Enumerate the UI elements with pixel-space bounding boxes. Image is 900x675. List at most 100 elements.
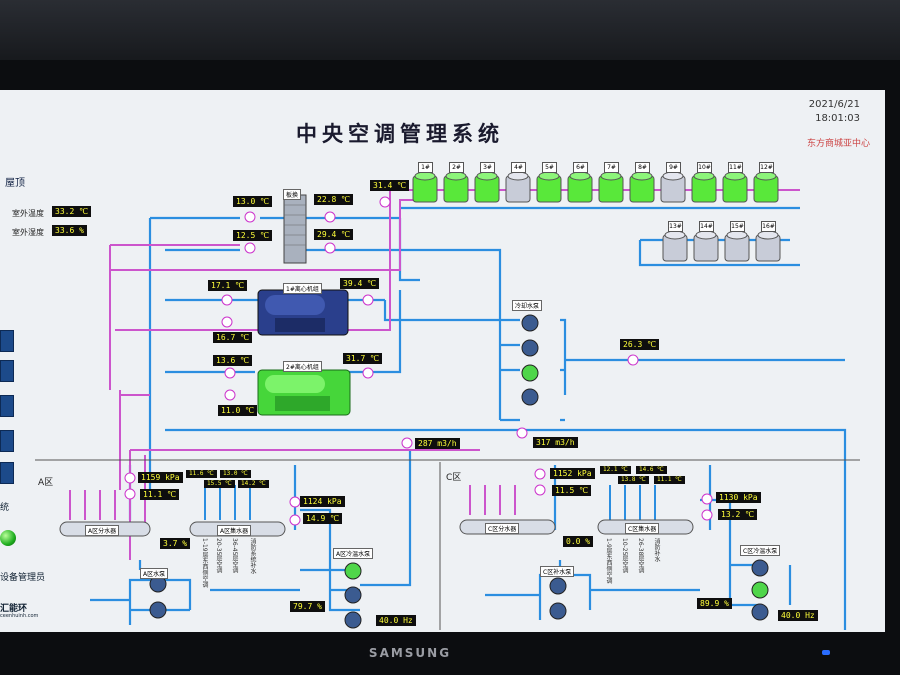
tower-label-5: 5#	[542, 162, 557, 173]
cooling-tower-16[interactable]	[755, 230, 781, 262]
tower-label-6: 6#	[573, 162, 588, 173]
zone-a-pressure-return: 1124 kPa	[300, 496, 345, 507]
outdoor-temp-label: 室外温度	[12, 209, 44, 218]
zone-c-pressure-return: 1130 kPa	[716, 492, 761, 503]
cooling-tower-7[interactable]	[598, 171, 624, 203]
zone-c-label: C区	[446, 473, 462, 483]
chiller-2-temp-in: 13.6 ℃	[213, 355, 253, 366]
zone-a-pump-group: A区水泵	[140, 568, 169, 579]
cooling-pump-label: 冷却水泵	[512, 300, 543, 311]
cooling-tower-2[interactable]	[443, 171, 469, 203]
zone-a-branch-temp-3: 13.0 ℃	[220, 470, 251, 478]
mgmt-button[interactable]: 设备管理员	[0, 573, 46, 583]
cooling-tower-12[interactable]	[753, 171, 779, 203]
zone-a-valve-pct: 3.7 %	[160, 538, 191, 549]
outdoor-temp-value: 33.2 ℃	[52, 206, 92, 217]
cooling-tower-9[interactable]	[660, 171, 686, 203]
chiller-2-temp-cond: 31.7 ℃	[343, 353, 383, 364]
tower-label-9: 9#	[666, 162, 681, 173]
zone-a-supply-header: A区分水器	[85, 525, 120, 536]
cooling-tower-4[interactable]	[505, 171, 531, 203]
zone-c-branch-temp-2: 13.8 ℃	[618, 476, 649, 484]
cooling-tower-3[interactable]	[474, 171, 500, 203]
flow-1: 287 m3/h	[415, 438, 460, 449]
tower-label-3: 3#	[480, 162, 495, 173]
tower-label-15: 15#	[730, 221, 745, 232]
zone-a-freq: 40.0 Hz	[376, 615, 416, 626]
exchanger-t1: 13.0 ℃	[233, 196, 273, 207]
brand-label: 汇能环	[0, 604, 28, 614]
flow-2: 317 m3/h	[533, 437, 578, 448]
page-title: 中央空调管理系统	[296, 121, 504, 146]
time-text: 18:01:03	[815, 113, 860, 124]
tower-label-11: 11#	[728, 162, 743, 173]
zone-a-branch-temp-1: 11.6 ℃	[186, 470, 217, 478]
cooling-tower-8[interactable]	[629, 171, 655, 203]
tower-label-8: 8#	[635, 162, 650, 173]
zone-a-branch-temp-2: 15.5 ℃	[204, 480, 235, 488]
zone-a-branch-name-2: 20-35层空调	[215, 538, 222, 574]
cooling-tower-11[interactable]	[722, 171, 748, 203]
power-led-icon	[822, 650, 830, 655]
status-led-icon	[0, 530, 16, 546]
exchanger-t2: 22.8 ℃	[314, 194, 354, 205]
tower-label-12: 12#	[759, 162, 774, 173]
sidebar-button-2[interactable]	[0, 360, 14, 382]
tower-label-2: 2#	[449, 162, 464, 173]
zone-c-pump-group: C区补水泵	[540, 566, 575, 577]
scada-screen: 中央空调管理系统 2021/6/21 18:01:03 东方商城亚中心 屋顶 室…	[0, 90, 885, 632]
tower-label-7: 7#	[604, 162, 619, 173]
clock: 2021/6/21 18:01:03	[790, 98, 860, 126]
chiller-2-graphic	[257, 369, 351, 416]
outdoor-humidity-label: 室外湿度	[12, 228, 44, 237]
chiller-1-graphic	[257, 289, 349, 336]
sidebar-button-3[interactable]	[0, 395, 14, 417]
exchanger-t4: 29.4 ℃	[314, 229, 354, 240]
chiller-2-label: 2#离心机组	[283, 361, 322, 372]
zone-a-label: A区	[38, 478, 54, 488]
cooling-tower-13[interactable]	[662, 230, 688, 262]
zone-a-branch-name-1: 1-19层东西侧空调	[201, 538, 208, 588]
zone-a-temp-supply: 11.1 ℃	[140, 489, 180, 500]
cooling-tower-6[interactable]	[567, 171, 593, 203]
zone-a-cool-pump-group: A区冷温水泵	[333, 548, 374, 559]
chiller-1-temp-cond: 39.4 ℃	[340, 278, 380, 289]
sidebar-button-5[interactable]	[0, 462, 14, 484]
zone-c-supply-header: C区分水器	[485, 523, 520, 534]
zone-c-temp-supply: 11.5 ℃	[552, 485, 592, 496]
cooling-tower-14[interactable]	[693, 230, 719, 262]
zone-c-branch-name-3: 26-38层空调	[637, 538, 644, 574]
zone-c-branch-temp-1: 12.1 ℃	[600, 466, 631, 474]
cooling-pump-temp: 26.3 ℃	[620, 339, 660, 350]
tower-label-10: 10#	[697, 162, 712, 173]
tower-label-13: 13#	[668, 221, 683, 232]
cooling-tower-10[interactable]	[691, 171, 717, 203]
tower-label-16: 16#	[761, 221, 776, 232]
monitor-brand: SAMSUNG	[368, 646, 452, 660]
chiller-1-temp-out: 16.7 ℃	[213, 332, 253, 343]
zone-c-pump-pct: 89.9 %	[697, 598, 732, 609]
tower-header-temp: 31.4 ℃	[370, 180, 410, 191]
zone-c-freq: 40.0 Hz	[778, 610, 818, 621]
exchanger-t3: 12.5 ℃	[233, 230, 273, 241]
zone-a-branch-name-4: 消防系统补水	[249, 538, 256, 574]
zone-a-return-header: A区集水器	[217, 525, 252, 536]
zone-c-branch-temp-3: 14.6 ℃	[636, 466, 667, 474]
section-roof: 屋顶	[5, 178, 25, 189]
zone-c-branch-temp-4: 11.1 ℃	[654, 476, 685, 484]
zone-c-pressure-supply: 1152 kPa	[550, 468, 595, 479]
zone-c-cool-pump-group: C区冷温水泵	[740, 545, 781, 556]
cooling-tower-1[interactable]	[412, 171, 438, 203]
sidebar-button-1[interactable]	[0, 330, 14, 352]
zone-c-temp-return: 13.2 ℃	[718, 509, 758, 520]
zone-a-temp-return: 14.9 ℃	[303, 513, 343, 524]
cooling-tower-row-1	[412, 171, 779, 203]
cooling-tower-5[interactable]	[536, 171, 562, 203]
cooling-tower-15[interactable]	[724, 230, 750, 262]
sidebar-button-4[interactable]	[0, 430, 14, 452]
tower-label-14: 14#	[699, 221, 714, 232]
sidebar-item[interactable]: 统	[0, 503, 10, 513]
zone-c-valve-pct: 0.0 %	[563, 536, 594, 547]
date-text: 2021/6/21	[808, 99, 860, 110]
tower-label-4: 4#	[511, 162, 526, 173]
